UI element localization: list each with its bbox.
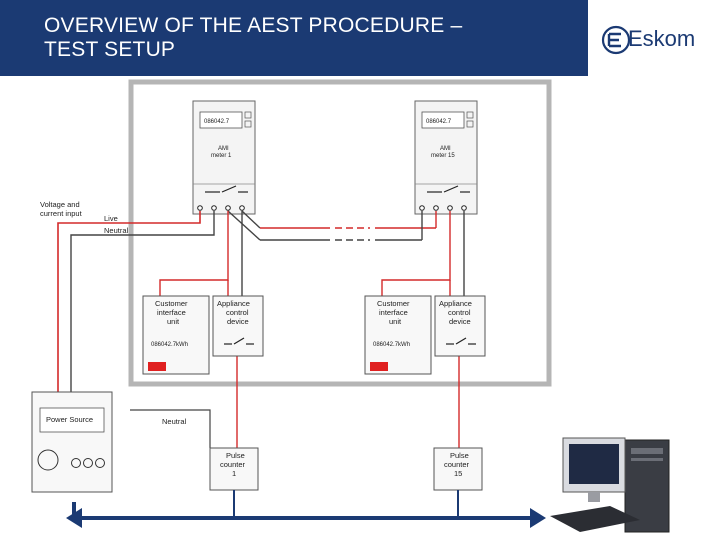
meter-15-label-2: meter 15 [431,153,455,159]
power-source: Power Source [31,391,113,493]
ciu-15-line-3: unit [389,317,402,326]
logo-text: Eskom [628,26,696,51]
header-bar [0,0,588,76]
ciu-15-line-2: interface [379,308,408,317]
pulse-counter-15: Pulse counter 15 [433,447,483,491]
pulse-15-line-3: 15 [454,469,462,478]
pulse-15-line-1: Pulse [450,451,469,460]
title-line-2: TEST SETUP [44,38,176,61]
meter-1-display: 086042.7 [204,119,230,125]
pulse-1-line-2: counter [220,460,246,469]
acd-1-line-1: Appliance [217,299,250,308]
ami-meter-1: 086042.7 AMI meter 1 [192,100,256,215]
pulse-counter-1: Pulse counter 1 [209,447,259,491]
appliance-control-device-1: Appliance control device [212,295,264,357]
computer-icon [550,437,670,533]
slide-title: OVERVIEW OF THE AEST PROCEDURE – TEST SE… [44,14,462,62]
ciu-15-red-button [370,362,388,371]
input-label-1: Voltage and [40,200,80,209]
acd-15-line-2: control [448,308,471,317]
ciu-15-reading: 086042.7kWh [373,342,410,348]
ciu-1-line-1: Customer [155,299,188,308]
ciu-1-reading: 086042.7kWh [151,342,188,348]
communication-bus-arrow [66,490,546,528]
pulse-15-line-2: counter [444,460,470,469]
ciu-1-line-3: unit [167,317,180,326]
ami-meter-15: 086042.7 AMI meter 15 [414,100,478,215]
acd-15-line-1: Appliance [439,299,472,308]
meter-1-label-2: meter 1 [211,153,232,159]
acd-1-line-2: control [226,308,249,317]
ciu-1-line-2: interface [157,308,186,317]
pulse-1-line-3: 1 [232,469,236,478]
test-setup-diagram: 086042.7 AMI meter 1 086042.7 AMI meter … [31,79,670,533]
test-bench-frame [128,79,552,387]
meter-1-label-1: AMI [218,146,229,152]
supply-wiring [57,210,465,448]
eskom-logo-icon [601,25,631,55]
neutral-label-2: Neutral [162,417,187,426]
ciu-1-red-button [148,362,166,371]
meter-15-display: 086042.7 [426,119,452,125]
input-label-2: current input [40,209,83,218]
meter-15-label-1: AMI [440,146,451,152]
slide-header: OVERVIEW OF THE AEST PROCEDURE – TEST SE… [0,0,720,76]
acd-15-line-3: device [449,317,471,326]
customer-interface-unit-1: Customer interface unit 086042.7kWh [142,295,210,375]
ciu-15-line-1: Customer [377,299,410,308]
acd-1-line-3: device [227,317,249,326]
power-source-label: Power Source [46,415,93,424]
pulse-1-line-1: Pulse [226,451,245,460]
live-label: Live [104,214,118,223]
appliance-control-device-15: Appliance control device [434,295,486,357]
title-line-1: OVERVIEW OF THE AEST PROCEDURE – [44,14,463,37]
customer-interface-unit-15: Customer interface unit 086042.7kWh [364,295,432,375]
neutral-label: Neutral [104,226,129,235]
